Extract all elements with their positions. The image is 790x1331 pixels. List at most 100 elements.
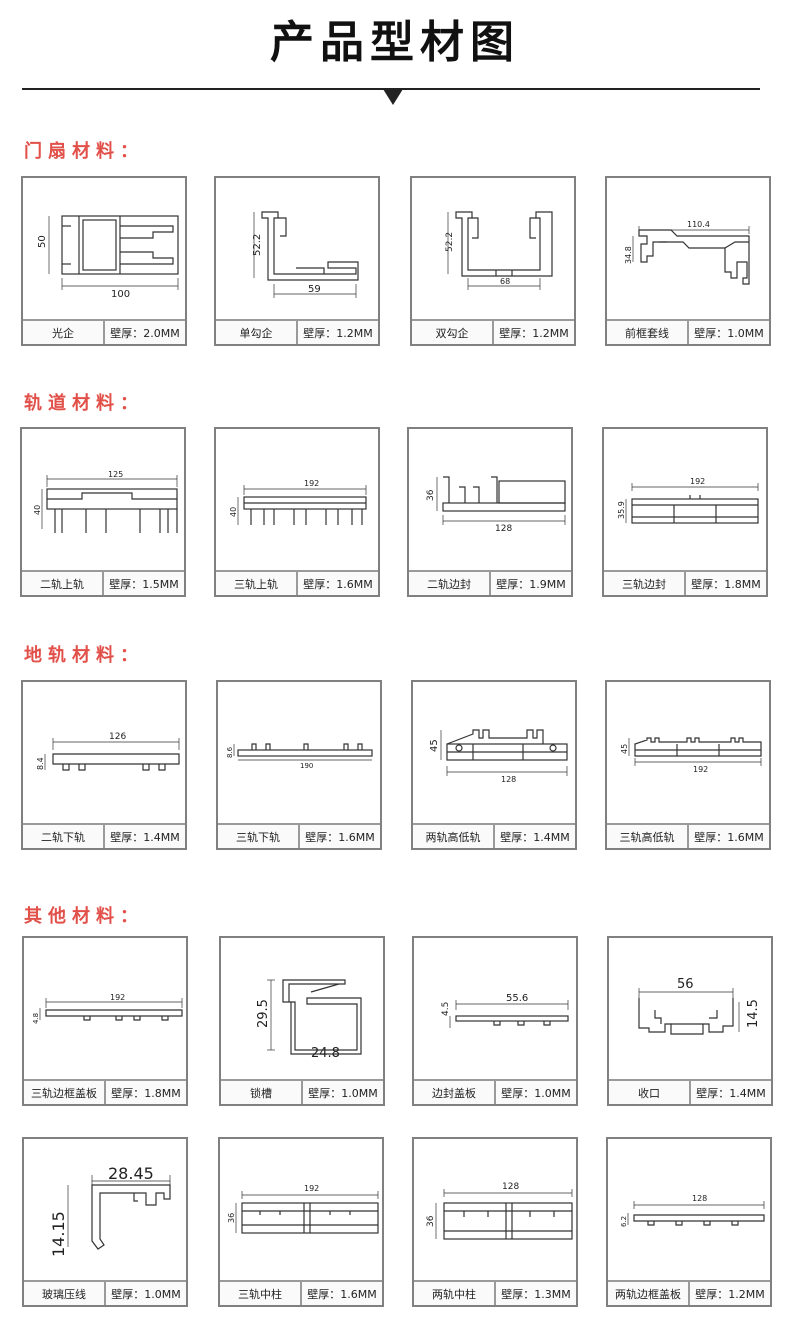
- profile-name: 前框套线: [607, 321, 689, 344]
- page-title: 产品型材图: [270, 17, 520, 68]
- profile-drawing-guangqi: 50 100: [37, 215, 179, 300]
- profile-card: 45 192 三轨高低轨 壁厚：1.6MM: [605, 680, 771, 850]
- profile-caption: 三轨边框盖板 壁厚：1.8MM: [24, 1079, 186, 1104]
- dim-label: 24.8: [311, 1046, 340, 1061]
- dim-label: 36: [426, 489, 436, 501]
- dim-label: 52.2: [252, 234, 263, 256]
- profile-caption: 三轨下轨 壁厚：1.6MM: [218, 823, 380, 848]
- profile-card: 29.5 24.8 锁槽 壁厚：1.0MM: [219, 936, 385, 1106]
- profile-name: 二轨边封: [409, 572, 491, 595]
- dim-label: 29.5: [256, 999, 271, 1028]
- dim-label: 28.45: [108, 1164, 154, 1183]
- dim-label: 68: [500, 277, 510, 286]
- profile-card: 36 128 二轨边封 壁厚：1.9MM: [407, 427, 573, 597]
- dim-label: 50: [37, 235, 48, 248]
- dim-label: 52.2: [445, 232, 455, 252]
- profile-caption: 边封盖板 壁厚：1.0MM: [414, 1079, 576, 1104]
- dim-label: 34.8: [624, 246, 633, 264]
- profile-caption: 收口 壁厚：1.4MM: [609, 1079, 771, 1104]
- profile-caption: 两轨边框盖板 壁厚：1.2MM: [608, 1280, 770, 1305]
- profile-caption: 锁槽 壁厚：1.0MM: [221, 1079, 383, 1104]
- profile-name: 两轨中柱: [414, 1282, 496, 1305]
- profile-name: 二轨下轨: [23, 825, 105, 848]
- profile-drawing-boli-yaxian: 28.45 14.15: [49, 1164, 171, 1257]
- section-label-other: 其他材料：: [24, 906, 144, 927]
- dim-label: 56: [677, 977, 694, 992]
- dim-label: 4.8: [32, 1013, 40, 1024]
- dim-label: 128: [692, 1194, 707, 1203]
- dim-label: 125: [108, 470, 123, 479]
- profile-name: 三轨下轨: [218, 825, 300, 848]
- profile-card: 110.4 34.8 前框套线 壁厚：1.0MM: [605, 176, 771, 346]
- profile-drawing-lianggui-biankuang-gaiban: 128 6.2: [620, 1194, 765, 1227]
- profile-name: 三轨高低轨: [607, 825, 689, 848]
- profile-name: 单勾企: [216, 321, 298, 344]
- dim-label: 128: [501, 775, 516, 784]
- profile-caption: 二轨边封 壁厚：1.9MM: [409, 570, 571, 595]
- profile-caption: 三轨中柱 壁厚：1.6MM: [220, 1280, 382, 1305]
- wall-thickness: 壁厚：1.2MM: [695, 1287, 765, 1301]
- profile-caption: 单勾企 壁厚：1.2MM: [216, 319, 378, 344]
- dim-label: 192: [304, 479, 319, 488]
- profile-caption: 三轨上轨 壁厚：1.6MM: [216, 570, 378, 595]
- profile-drawing-danguoqi: 52.2 59: [252, 211, 359, 298]
- wall-thickness: 壁厚：1.0MM: [111, 1287, 181, 1301]
- profile-drawing-suocao: 29.5 24.8: [256, 979, 362, 1061]
- section-label-track: 轨道材料：: [24, 393, 144, 414]
- wall-thickness: 壁厚：1.4MM: [500, 830, 570, 844]
- dim-label: 110.4: [687, 220, 710, 229]
- dim-label: 35.9: [617, 501, 626, 519]
- profile-name: 收口: [609, 1081, 691, 1104]
- profile-card: 192 36 三轨中柱 壁厚：1.6MM: [218, 1137, 384, 1307]
- profile-card: 52.2 68 双勾企 壁厚：1.2MM: [410, 176, 576, 346]
- section-label-ground-track: 地轨材料：: [24, 645, 144, 666]
- wall-thickness: 壁厚：2.0MM: [110, 326, 180, 340]
- profile-name: 三轨上轨: [216, 572, 298, 595]
- profile-drawing-ergui-bianfeng: 36 128: [426, 476, 566, 534]
- profile-card: 125 40 二轨上轨 壁厚：1.5MM: [20, 427, 186, 597]
- dim-label: 192: [693, 765, 708, 774]
- wall-thickness: 壁厚：1.6MM: [305, 830, 375, 844]
- profile-drawing-ergui-xiagui: 126 8.4: [36, 732, 180, 771]
- wall-thickness: 壁厚：1.6MM: [307, 1287, 377, 1301]
- profile-card: 192 35.9 三轨边封 壁厚：1.8MM: [602, 427, 768, 597]
- wall-thickness: 壁厚：1.6MM: [694, 830, 764, 844]
- profile-card: 56 14.5 收口 壁厚：1.4MM: [607, 936, 773, 1106]
- profile-card: 52.2 59 单勾企 壁厚：1.2MM: [214, 176, 380, 346]
- profile-card: 28.45 14.15 玻璃压线 壁厚：1.0MM: [22, 1137, 188, 1307]
- dim-label: 45: [620, 744, 629, 754]
- wall-thickness: 壁厚：1.2MM: [303, 326, 373, 340]
- wall-thickness: 壁厚：1.4MM: [696, 1086, 766, 1100]
- dim-label: 14.5: [746, 999, 761, 1028]
- profile-drawing-qiankuangtaoxian: 110.4 34.8: [624, 220, 750, 285]
- profile-card: 55.6 4.5 边封盖板 壁厚：1.0MM: [412, 936, 578, 1106]
- profile-card: 50 100 光企 壁厚：2.0MM: [21, 176, 187, 346]
- profile-drawing-sangui-xiagui: 8.6 190: [226, 743, 373, 770]
- dim-label: 100: [111, 289, 130, 300]
- profile-card: 45 128 两轨高低轨 壁厚：1.4MM: [411, 680, 577, 850]
- profile-card: 192 40 三轨上轨 壁厚：1.6MM: [214, 427, 380, 597]
- wall-thickness: 壁厚：1.9MM: [496, 577, 566, 591]
- dim-label: 192: [690, 477, 705, 486]
- profile-drawing-lianggui-zhongzhu: 128 36: [426, 1182, 573, 1240]
- section-label-door: 门扇材料：: [24, 141, 144, 162]
- profile-drawing-shoukou: 56 14.5: [638, 977, 761, 1035]
- profile-card: 8.6 190 三轨下轨 壁厚：1.6MM: [216, 680, 382, 850]
- profile-drawing-sangui-biankuang-gaiban: 192 4.8: [32, 993, 183, 1024]
- profile-drawing-ergui-shanggui: 125 40: [33, 470, 178, 533]
- profile-card: 192 4.8 三轨边框盖板 壁厚：1.8MM: [22, 936, 188, 1106]
- dim-label: 190: [300, 762, 313, 770]
- profile-caption: 双勾企 壁厚：1.2MM: [412, 319, 574, 344]
- wall-thickness: 壁厚：1.0MM: [694, 326, 764, 340]
- profile-name: 二轨上轨: [22, 572, 104, 595]
- wall-thickness: 壁厚：1.8MM: [111, 1086, 181, 1100]
- profile-caption: 两轨中柱 壁厚：1.3MM: [414, 1280, 576, 1305]
- wall-thickness: 壁厚：1.2MM: [499, 326, 569, 340]
- profile-name: 两轨高低轨: [413, 825, 495, 848]
- dim-label: 36: [227, 1213, 236, 1223]
- dim-label: 40: [33, 505, 42, 515]
- profile-name: 两轨边框盖板: [608, 1282, 690, 1305]
- profile-caption: 前框套线 壁厚：1.0MM: [607, 319, 769, 344]
- profile-name: 三轨边框盖板: [24, 1081, 106, 1104]
- profile-drawing-sangui-zhongzhu: 192 36: [227, 1184, 379, 1234]
